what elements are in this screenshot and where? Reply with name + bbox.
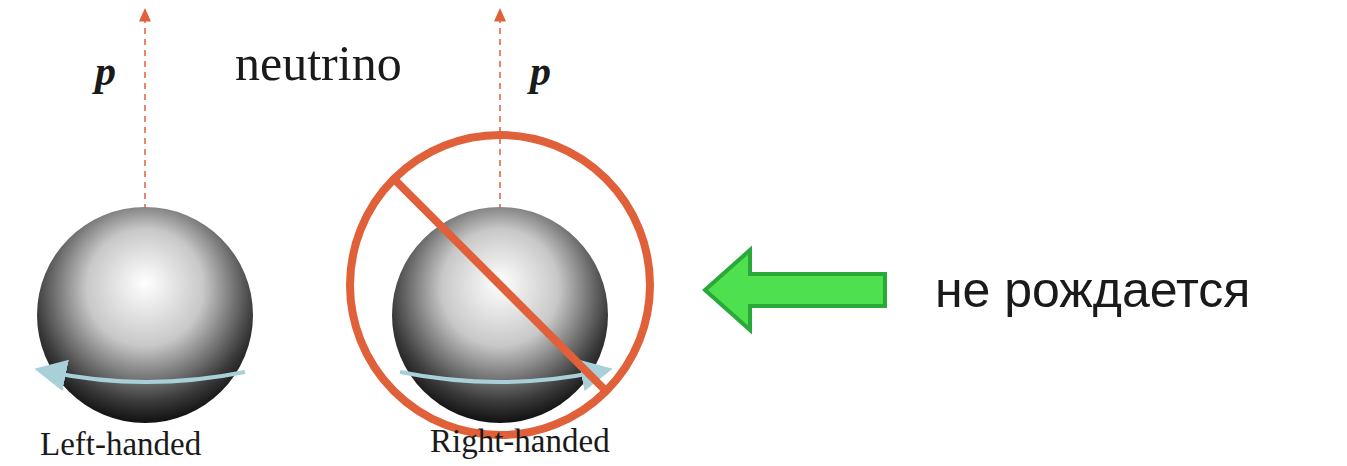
particle-name: neutrino <box>235 38 402 88</box>
prohibition-bar <box>394 179 606 391</box>
momentum-arrow <box>499 14 501 210</box>
neutrino-sphere <box>392 207 608 423</box>
helicity-label: Right-handed <box>430 425 610 458</box>
annotation: не рождается <box>935 265 1250 315</box>
pointer-arrow <box>705 250 885 330</box>
spin-arrow <box>400 372 597 382</box>
prohibition-circle <box>350 135 650 435</box>
neutrino-sphere <box>37 207 253 423</box>
helicity-label: Left-handed <box>40 428 201 461</box>
momentum-label: p <box>530 50 551 92</box>
momentum-arrow <box>144 14 146 210</box>
momentum-label: p <box>95 50 116 92</box>
spin-arrow <box>50 372 245 382</box>
